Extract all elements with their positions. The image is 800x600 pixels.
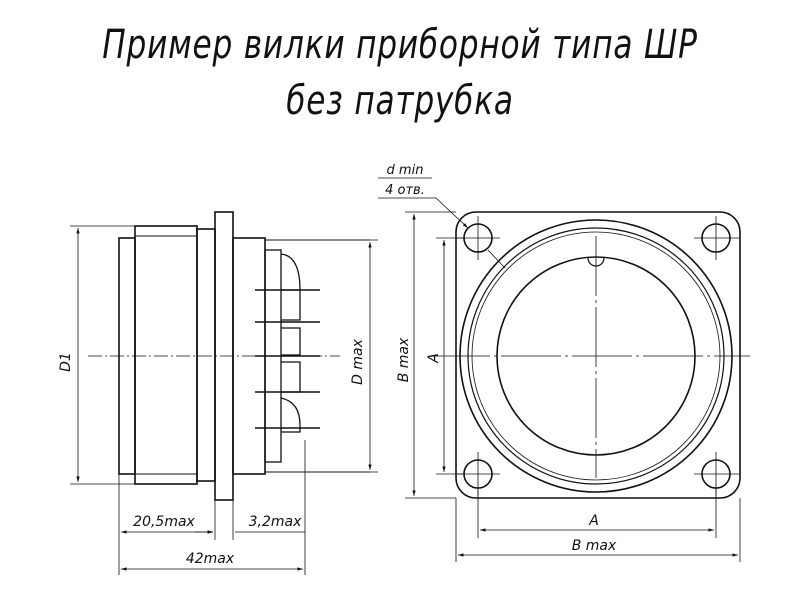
square-flange [455,211,741,499]
collar [196,228,216,482]
d1-label: D1 [58,352,74,372]
front-dimensions [378,177,741,562]
total-length-label: 42max [186,551,235,567]
a-vertical-label: A [426,353,442,364]
drawing-title-line1: Пример вилки приборной типа ШР [102,22,698,68]
flange-thickness-label: 3,2max [249,514,302,530]
body-length-label: 20,5max [133,514,195,530]
hole-count-label: 4 отв. [385,183,425,198]
a-horizontal-label: A [588,513,599,529]
drawing-title-line2: без патрубка [286,78,514,124]
d-max-label: D max [350,338,366,384]
hole-diameter-label: d min [387,163,424,178]
side-dimensions [70,225,378,575]
connector-body [134,225,198,485]
side-view [88,211,370,501]
front-view [430,211,750,499]
b-max-vertical-label: B max [396,337,412,382]
b-max-horizontal-label: B max [572,538,617,554]
